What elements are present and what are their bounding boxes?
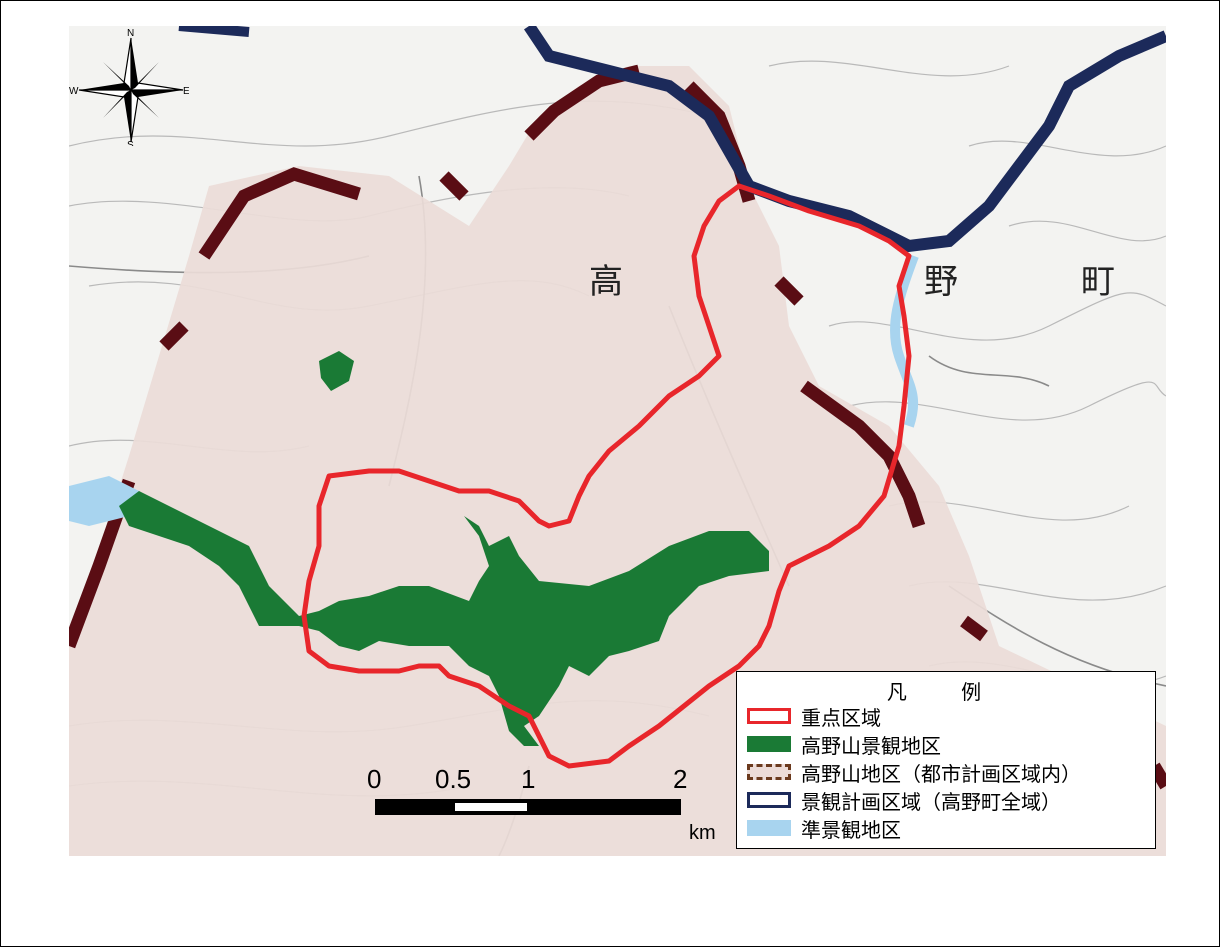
legend-item-semi-district: 準景観地区 [737,814,1155,842]
compass-north-label: N [127,28,134,39]
scale-tick-0: 0 [367,764,382,794]
key-area-outline [301,183,912,769]
legend-item-plan-area: 景観計画区域（高野町全域） [737,786,1155,814]
landscape-district-north [319,351,354,391]
semi-landscape-river [889,254,919,428]
legend-swatch-semi-district [747,820,791,836]
koyasan-area-fill [69,66,1166,856]
place-label-ko: 高 [589,262,623,302]
legend-label: 準景観地区 [801,817,901,842]
legend-title: 凡 例 [886,680,1006,704]
legend-label: 重点区域 [801,705,881,730]
legend-label: 高野山地区（都市計画区域内） [801,761,1081,786]
place-label-ya: 野 [924,262,958,302]
scale-unit: km [689,822,716,844]
legend-label: 高野山景観地区 [801,733,941,758]
scale-tick-1: 1 [521,764,536,794]
legend-swatch-key-area [747,708,791,724]
scale-tick-0-5: 0.5 [435,764,472,794]
compass-west-label: W [69,86,79,97]
compass-east-label: E [183,86,189,97]
landscape-plan-border-top [178,26,250,37]
legend-item-koyasan-area: 高野山地区（都市計画区域内） [737,758,1155,786]
map-graphics [69,26,1166,856]
place-label-cho: 町 [1081,262,1115,302]
map-legend: 凡 例 重点区域 高野山景観地区 高野山地区（都市計画区域内） 景観計画区域（高… [736,671,1156,849]
legend-swatch-landscape-district [747,736,791,752]
legend-swatch-koyasan-area [747,764,791,780]
compass-south-label: S [127,140,134,146]
map-canvas[interactable]: N S E W 高 野 町 0 0.5 1 2 km [69,26,1166,856]
semi-landscape-river-west [69,476,139,526]
compass-rose-icon: N S E W [69,28,189,146]
legend-swatch-plan-area [747,792,791,808]
scale-tick-2: 2 [673,764,688,794]
legend-label: 景観計画区域（高野町全域） [801,789,1061,814]
koyasan-landscape-district [119,491,769,746]
landscape-plan-border [524,26,1166,253]
legend-item-landscape-district: 高野山景観地区 [737,730,1155,758]
legend-item-key-area: 重点区域 [737,702,1155,730]
scale-bar [375,799,681,815]
